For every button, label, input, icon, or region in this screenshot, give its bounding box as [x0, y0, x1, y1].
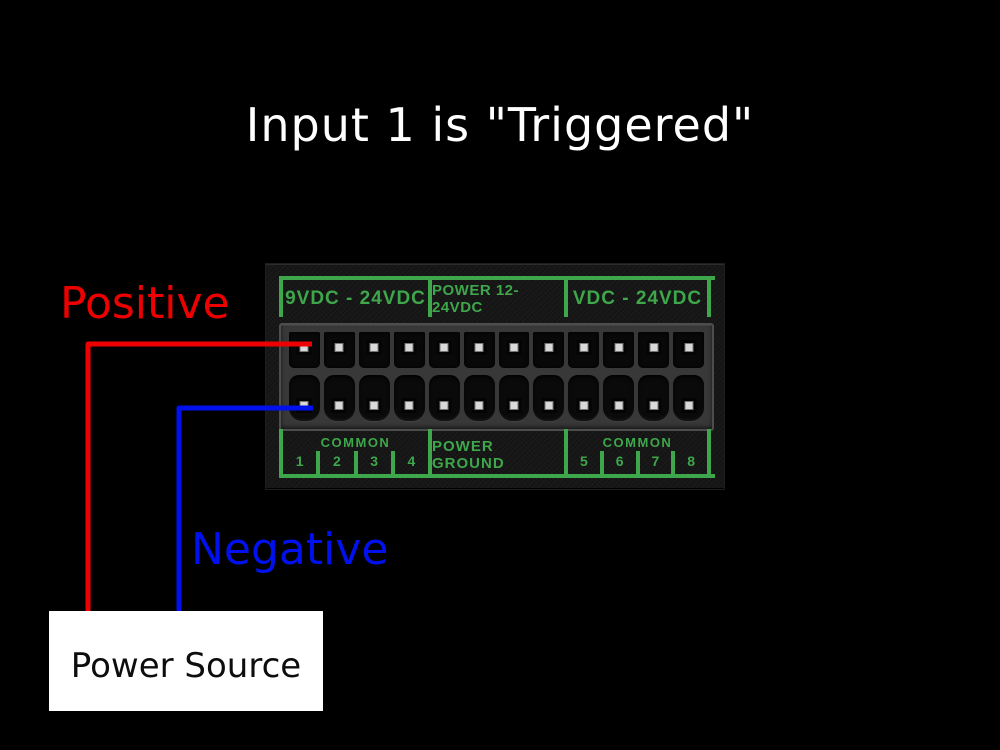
power-ground-label: POWER GROUND	[432, 437, 505, 472]
terminal-top-cavity	[498, 332, 530, 368]
terminal-bottom-cavity	[568, 375, 600, 421]
input-numbers-right: 5 6 7 8	[568, 451, 707, 474]
terminal-bottom-cavity	[533, 375, 565, 421]
page-title: Input 1 is "Triggered"	[245, 98, 755, 152]
terminal-column-10	[603, 332, 635, 421]
top-label-row: 9VDC - 24VDC POWER 12-24VDC VDC - 24VDC	[279, 276, 715, 317]
terminal-top-cavity	[638, 332, 670, 368]
input-number-5: 5	[579, 453, 588, 469]
terminal-top-cavity	[289, 332, 320, 368]
terminal-screw-pin	[404, 401, 414, 410]
terminal-screw-pin	[509, 343, 519, 352]
terminal-top-cavity	[533, 332, 565, 368]
terminal-top-cavity	[428, 332, 460, 368]
terminal-column-7	[498, 332, 530, 421]
terminal-column-5	[428, 332, 460, 421]
power-source-box: Power Source	[49, 611, 323, 711]
input-number-8: 8	[671, 451, 707, 474]
terminal-bottom-cavity	[463, 375, 495, 421]
terminal-bottom-cavity	[358, 375, 390, 421]
terminal-bottom-cavity	[289, 375, 320, 421]
terminal-screw-pin	[439, 343, 449, 352]
terminal-bottom-cavity	[393, 375, 425, 421]
terminal-column-1	[289, 332, 320, 421]
bottom-section-power-ground: POWER GROUND	[428, 429, 564, 474]
connector-strip	[279, 323, 714, 431]
top-section-input-voltage-right: VDC - 24VDC	[564, 280, 711, 317]
terminal-screw-pin	[614, 401, 624, 410]
common-left-label: COMMON	[320, 435, 391, 450]
positive-label: Positive	[60, 278, 230, 329]
terminal-top-cavity	[603, 332, 635, 368]
terminal-screw-pin	[649, 401, 659, 410]
input-numbers-left: 1 2 3 4	[283, 451, 428, 474]
terminal-bottom-cavity	[323, 375, 355, 421]
terminal-top-cavity	[463, 332, 495, 368]
terminal-column-2	[323, 332, 355, 421]
terminal-top-cavity	[568, 332, 600, 368]
terminal-screw-pin	[439, 401, 449, 410]
terminal-bottom-cavity	[428, 375, 460, 421]
terminal-screw-pin	[544, 343, 554, 352]
input-number-1: 1	[295, 453, 304, 469]
terminal-top-cavity	[673, 332, 705, 368]
terminal-screw-pin	[299, 343, 309, 352]
terminal-screw-pin	[334, 343, 344, 352]
bottom-section-common-left: COMMON 1 2 3 4	[279, 429, 428, 474]
terminal-screw-pin	[649, 343, 659, 352]
terminal-column-9	[568, 332, 600, 421]
input-number-2: 2	[316, 451, 353, 474]
terminal-bottom-cavity	[673, 375, 705, 421]
terminal-screw-pin	[474, 401, 484, 410]
terminal-screw-pin	[509, 401, 519, 410]
terminal-column-4	[393, 332, 425, 421]
input-number-7: 7	[635, 451, 672, 474]
top-section-power: POWER 12-24VDC	[428, 280, 564, 317]
terminal-screw-pin	[369, 401, 379, 410]
bottom-label-row: COMMON 1 2 3 4 POWER GROUND COMMON 5 6 7…	[279, 429, 715, 478]
terminal-screw-pin	[684, 343, 694, 352]
terminal-column-3	[358, 332, 390, 421]
terminal-top-cavity	[358, 332, 390, 368]
terminal-screw-pin	[369, 343, 379, 352]
top-label: 9VDC - 24VDC	[285, 287, 426, 309]
terminal-screw-pin	[614, 343, 624, 352]
terminal-column-12	[673, 332, 705, 421]
terminal-bottom-cavity	[638, 375, 670, 421]
terminal-top-cavity	[323, 332, 355, 368]
top-section-input-voltage-left: 9VDC - 24VDC	[279, 280, 428, 317]
terminal-column-8	[533, 332, 565, 421]
terminal-panel: 9VDC - 24VDC POWER 12-24VDC VDC - 24VDC …	[265, 263, 725, 490]
terminal-screw-pin	[299, 401, 309, 410]
power-source-label: Power Source	[70, 646, 302, 686]
negative-label: Negative	[191, 524, 389, 575]
terminal-screw-pin	[404, 343, 414, 352]
input-number-4: 4	[390, 451, 428, 474]
terminal-top-cavity	[393, 332, 425, 368]
bottom-section-common-right: COMMON 5 6 7 8	[564, 429, 711, 474]
terminal-screw-pin	[579, 401, 589, 410]
terminal-bottom-cavity	[603, 375, 635, 421]
terminal-column-6	[463, 332, 495, 421]
common-right-label: COMMON	[602, 435, 673, 450]
terminal-screw-pin	[474, 343, 484, 352]
top-label: VDC - 24VDC	[572, 287, 703, 309]
terminal-column-11	[638, 332, 670, 421]
terminal-bottom-cavity	[498, 375, 530, 421]
input-number-3: 3	[353, 451, 391, 474]
terminal-screw-pin	[334, 401, 344, 410]
top-label: POWER 12-24VDC	[432, 281, 520, 316]
input-number-6: 6	[599, 451, 636, 474]
terminal-screw-pin	[544, 401, 554, 410]
terminal-screw-pin	[684, 401, 694, 410]
terminal-screw-pin	[579, 343, 589, 352]
